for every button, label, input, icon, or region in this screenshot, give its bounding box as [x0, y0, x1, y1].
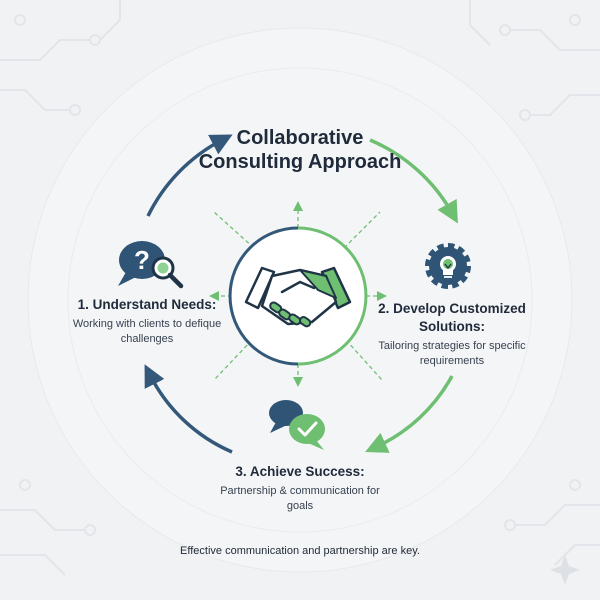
diagram-title: Collaborative Consulting Approach: [198, 127, 402, 173]
footer-note: Effective communication and partnership …: [180, 545, 420, 557]
center-handshake: [228, 226, 368, 366]
step-develop-solutions: 2. Develop Customized Solutions: Tailori…: [372, 300, 532, 369]
cycle-arrow-top-right: [369, 138, 458, 224]
step-3-title: 3. Achieve Success:: [235, 464, 365, 479]
handshake-icon: [244, 266, 352, 328]
svg-text:?: ?: [134, 245, 150, 275]
step-1-description: Working with clients to defique challeng…: [72, 318, 222, 345]
step-2-description: Tailoring strategies for specific requir…: [378, 340, 526, 367]
cycle-arrow-bottom-right: [365, 375, 454, 453]
step-understand-needs: 1. Understand Needs: Working with client…: [62, 296, 232, 347]
question-magnifier-icon: ?: [118, 241, 184, 289]
step-achieve-success: 3. Achieve Success: Partnership & commun…: [210, 463, 390, 514]
step-1-title: 1. Understand Needs:: [77, 297, 217, 312]
gear-lightbulb-icon: [425, 243, 471, 289]
chat-check-icon: [269, 400, 325, 450]
step-2-title: 2. Develop Customized Solutions:: [378, 301, 526, 334]
cycle-arrow-bottom-left: [144, 364, 233, 454]
step-3-description: Partnership & communication for goals: [220, 485, 380, 512]
cycle-arrow-top-left: [146, 134, 233, 217]
